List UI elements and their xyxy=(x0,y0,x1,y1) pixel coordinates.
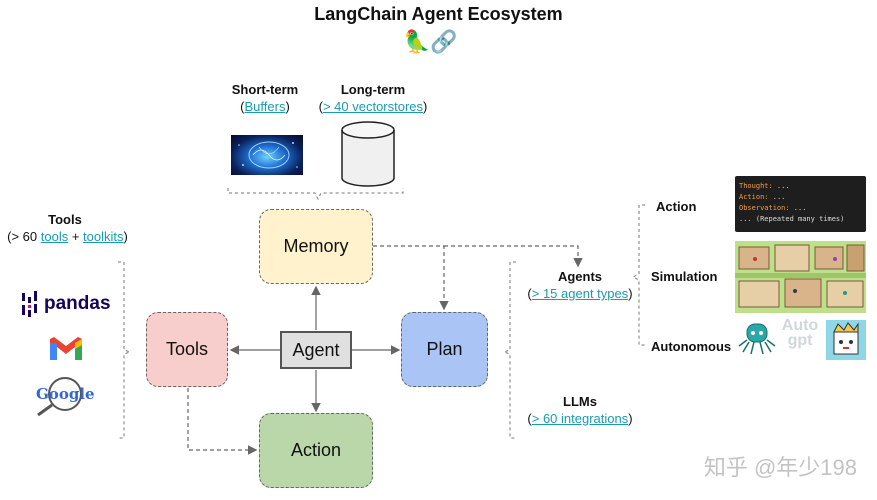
octopus-icon xyxy=(738,323,776,355)
code-value: ... xyxy=(772,182,790,190)
pixel-town-icon xyxy=(735,241,866,313)
brain-icon xyxy=(238,141,298,169)
agents-panel-subtitle: (> 15 agent types) xyxy=(515,286,645,301)
paren-open: ( xyxy=(318,99,323,114)
tools-panel-title: Tools xyxy=(48,212,82,227)
pandas-icon xyxy=(22,291,37,317)
action-node[interactable]: Action xyxy=(259,413,373,488)
agent-type-autonomous-label: Autonomous xyxy=(651,339,732,354)
paren-close: ) xyxy=(628,286,633,301)
tools-count-text: (> 60 xyxy=(7,229,41,244)
react-code-snippet: Thought: ... Action: ... Observation: ..… xyxy=(735,176,866,232)
toolkits-link[interactable]: toolkits xyxy=(83,229,124,244)
tools-node[interactable]: Tools xyxy=(146,312,228,387)
gmail-icon xyxy=(50,337,82,360)
code-key: Action: xyxy=(739,193,769,201)
database-icon xyxy=(341,121,395,187)
plus-text: + xyxy=(68,229,84,244)
paren-close: ) xyxy=(123,229,128,244)
code-key: Thought: xyxy=(739,182,773,190)
paren-close: ) xyxy=(423,99,428,114)
agent-node[interactable]: Agent xyxy=(280,331,352,369)
code-value: ... xyxy=(768,193,786,201)
paren-open: ( xyxy=(527,286,532,301)
agent-types-link[interactable]: > 15 agent types xyxy=(531,286,629,301)
agents-panel-title: Agents xyxy=(557,269,603,284)
autogpt-logo-text: Auto gpt xyxy=(781,317,819,349)
short-term-subtitle: (Buffers) xyxy=(225,99,305,114)
llms-panel-title: LLMs xyxy=(563,394,597,409)
paren-close: ) xyxy=(628,411,633,426)
pandas-logo: pandas xyxy=(20,290,120,318)
paren-open: ( xyxy=(527,411,532,426)
code-line-observation: Observation: ... xyxy=(739,203,862,214)
babyagi-icon xyxy=(826,320,866,360)
long-term-subtitle: (> 40 vectorstores) xyxy=(308,99,438,114)
google-logo-text: Google xyxy=(36,385,95,403)
llms-panel-subtitle: (> 60 integrations) xyxy=(515,411,645,426)
agent-type-action-label: Action xyxy=(656,199,697,214)
vectorstores-link[interactable]: > 40 vectorstores xyxy=(322,99,424,114)
simulation-image xyxy=(735,241,866,313)
code-line-action: Action: ... xyxy=(739,192,862,203)
paren-close: ) xyxy=(285,99,290,114)
code-line-thought: Thought: ... xyxy=(739,181,862,192)
paren-open: ( xyxy=(240,99,245,114)
short-term-title: Short-term xyxy=(231,82,299,97)
long-term-title: Long-term xyxy=(340,82,406,97)
google-logo: Google xyxy=(30,375,105,417)
code-line-repeat: ... (Repeated many times) xyxy=(739,215,845,223)
tools-panel-subtitle: (> 60 tools + toolkits) xyxy=(0,229,135,244)
code-value: ... xyxy=(789,204,807,212)
tools-link[interactable]: tools xyxy=(40,229,69,244)
plan-node[interactable]: Plan xyxy=(401,312,488,387)
magnifier-icon xyxy=(37,377,82,417)
code-key: Observation: xyxy=(739,204,790,212)
memory-node[interactable]: Memory xyxy=(259,209,373,284)
parrot-chain-icon: 🦜🔗 xyxy=(403,30,458,55)
agent-type-simulation-label: Simulation xyxy=(651,269,718,284)
buffers-link[interactable]: Buffers xyxy=(244,99,286,114)
diagram-title: LangChain Agent Ecosystem xyxy=(314,4,563,24)
watermark: 知乎 @年少198 xyxy=(703,455,857,480)
brain-image xyxy=(231,135,303,175)
integrations-link[interactable]: > 60 integrations xyxy=(531,411,629,426)
pandas-logo-text: pandas xyxy=(44,293,111,314)
